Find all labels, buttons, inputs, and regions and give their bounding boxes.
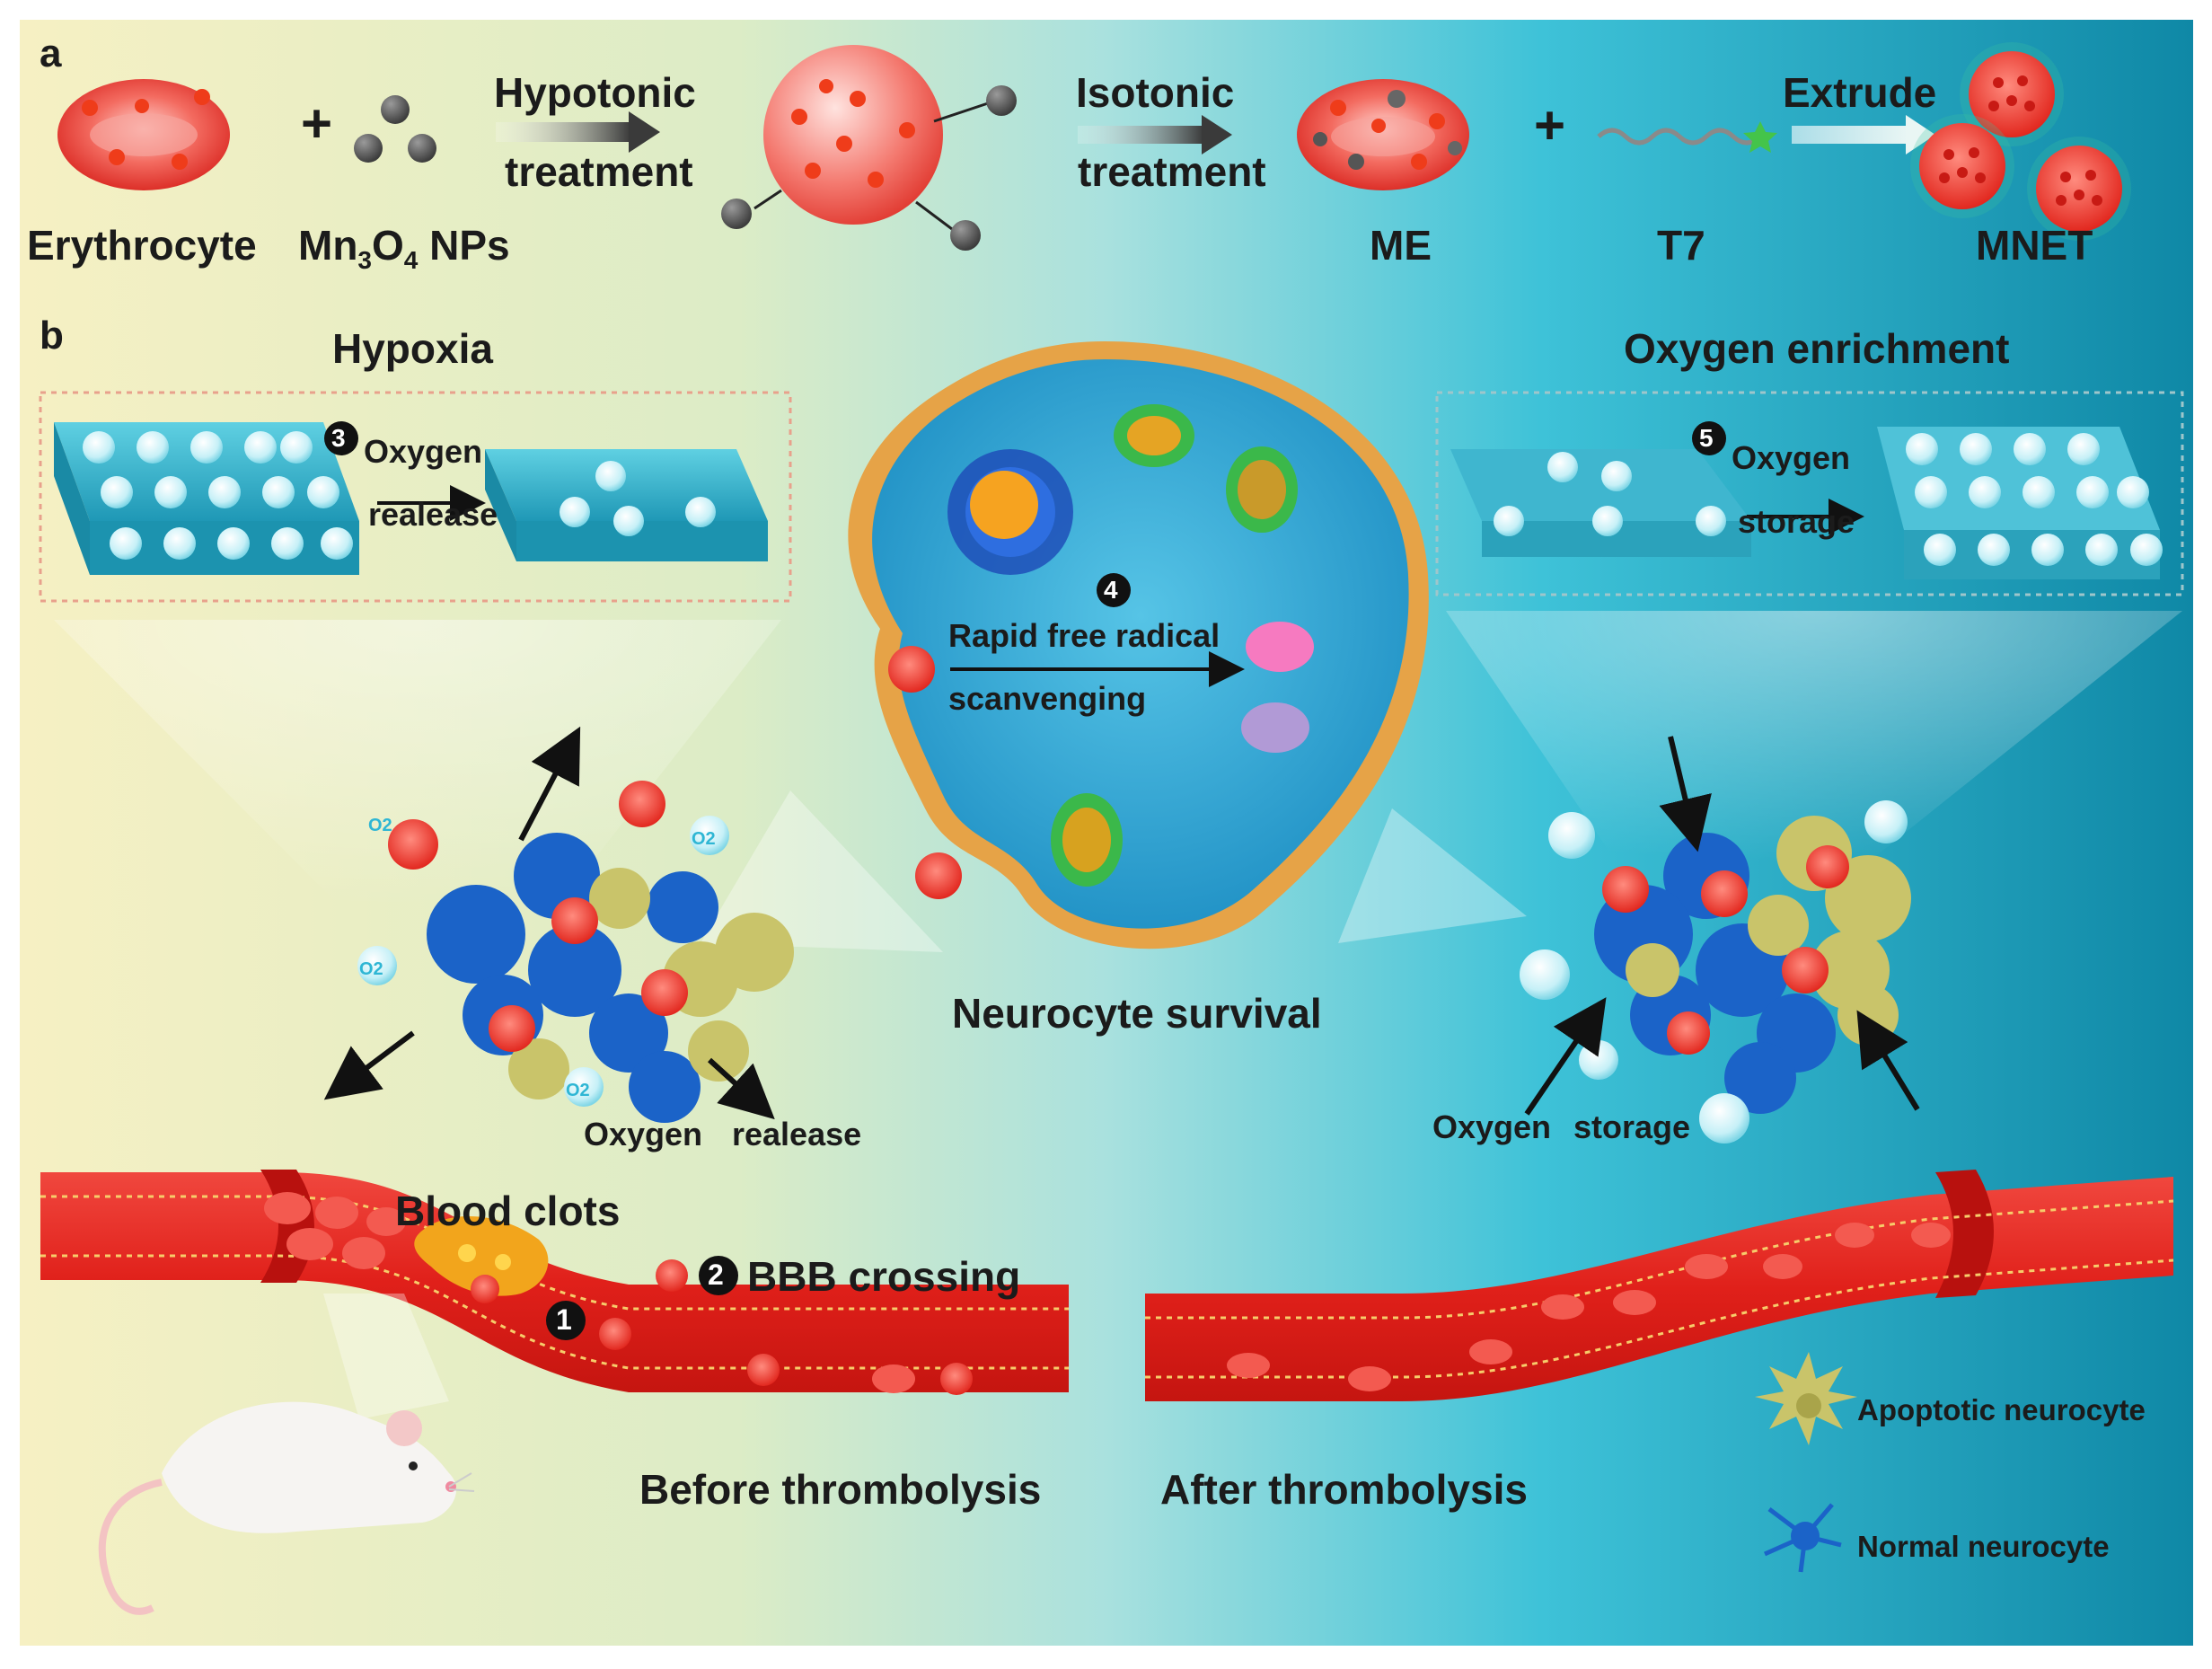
legend-apoptotic-label: Apoptotic neurocyte xyxy=(1857,1393,2146,1426)
plus-sign-1: + xyxy=(301,93,333,154)
me-erythrocyte-icon xyxy=(1297,79,1469,190)
bbb-crossing-label: BBB crossing xyxy=(747,1253,1021,1300)
step3-label-2: realease xyxy=(368,496,498,533)
step4-label-2: scanvenging xyxy=(948,680,1147,717)
zoom-cone-right xyxy=(1446,611,2182,862)
mnet-icon xyxy=(1910,42,2131,241)
sponge-icon xyxy=(485,449,768,561)
hypoxia-label: Hypoxia xyxy=(332,325,493,372)
step3-number: 3 xyxy=(331,424,346,452)
step4-number: 4 xyxy=(1104,576,1118,604)
hypotonic-arrowhead xyxy=(629,111,660,153)
erythrocyte-label: Erythrocyte xyxy=(27,222,257,269)
right-oxygen-label: Oxygen xyxy=(1432,1108,1552,1145)
step3-badge xyxy=(324,421,358,455)
t7-peptide-icon xyxy=(1597,121,1777,153)
release-arrow-left xyxy=(323,1030,415,1100)
svg-text:O2: O2 xyxy=(368,816,392,835)
step4-label-1: Rapid free radical xyxy=(948,617,1221,654)
svg-text:O2: O2 xyxy=(359,959,383,979)
erythrocyte-icon xyxy=(57,79,230,190)
isotonic-label-1: Isotonic xyxy=(1076,69,1235,116)
zoom-cone-center-left xyxy=(701,790,943,952)
left-realease-label: realease xyxy=(732,1116,862,1152)
after-thrombolysis-label: After thrombolysis xyxy=(1160,1466,1528,1513)
panel-a-letter: a xyxy=(40,31,62,75)
right-storage-label: storage xyxy=(1573,1108,1691,1145)
mn3o4-nps-label: Mn3O4 NPs xyxy=(298,222,510,275)
sponge-icon xyxy=(1877,427,2163,579)
panel-b-letter: b xyxy=(40,313,64,358)
release-arrow-up xyxy=(518,726,581,842)
swollen-cell-icon xyxy=(721,45,1017,251)
hypotonic-arrow xyxy=(496,122,630,142)
plus-sign-2: + xyxy=(1534,95,1566,155)
oxygen-enrichment-box xyxy=(1435,391,2184,596)
blood-vessel-icon xyxy=(40,1170,1069,1395)
step2-number: 2 xyxy=(708,1258,724,1291)
storage-arrow-right xyxy=(1856,1010,1920,1111)
extrude-arrow xyxy=(1792,126,1908,144)
step2-badge xyxy=(699,1256,738,1295)
t7-label: T7 xyxy=(1657,222,1705,269)
neurocyte-cell-icon xyxy=(848,341,1429,949)
mnet-label: MNET xyxy=(1976,222,2093,269)
hypotonic-label-1: Hypotonic xyxy=(494,69,696,116)
normal-neurocyte-icon xyxy=(1763,1503,1842,1573)
hypotonic-label-2: treatment xyxy=(505,148,693,195)
zoom-cone-left xyxy=(54,620,781,907)
before-thrombolysis-label: Before thrombolysis xyxy=(639,1466,1042,1513)
nanoparticle-icon xyxy=(354,95,436,163)
step4-badge xyxy=(1097,573,1131,607)
svg-text:O2: O2 xyxy=(692,829,716,849)
extrude-arrowhead xyxy=(1906,115,1935,155)
step1-badge xyxy=(546,1301,586,1340)
oxygen-enrichment-label: Oxygen enrichment xyxy=(1624,325,2010,372)
storage-arrow-left xyxy=(1524,997,1607,1116)
apoptotic-neurocyte-icon xyxy=(1755,1352,1857,1445)
mouse-icon xyxy=(98,1294,475,1615)
o2-markers: O2 O2 O2 O2 xyxy=(359,816,716,1100)
legend-normal-label: Normal neurocyte xyxy=(1857,1530,2110,1563)
step5-badge xyxy=(1692,421,1726,455)
hypoxia-box xyxy=(39,391,792,603)
svg-text:O2: O2 xyxy=(566,1081,590,1100)
extrude-label: Extrude xyxy=(1783,69,1937,116)
blood-vessel-icon xyxy=(1145,1170,2174,1401)
me-label: ME xyxy=(1370,222,1432,269)
left-oxygen-label: Oxygen xyxy=(584,1116,703,1152)
isotonic-arrowhead xyxy=(1202,115,1232,155)
blood-clots-label: Blood clots xyxy=(395,1188,621,1234)
storage-arrow-down xyxy=(1659,736,1712,852)
sponge-icon xyxy=(1450,449,1751,557)
step5-label-1: Oxygen xyxy=(1732,439,1851,476)
release-arrow-right xyxy=(707,1057,775,1120)
step5-label-2: storage xyxy=(1738,503,1855,540)
isotonic-label-2: treatment xyxy=(1078,148,1266,195)
step1-number: 1 xyxy=(556,1303,572,1336)
sponge-icon xyxy=(54,422,359,575)
step3-label-1: Oxygen xyxy=(364,433,483,470)
zoom-cone-center-right xyxy=(1338,808,1527,943)
isotonic-arrow xyxy=(1078,126,1203,144)
neurocyte-survival-label: Neurocyte survival xyxy=(952,990,1322,1037)
step5-number: 5 xyxy=(1699,424,1714,452)
